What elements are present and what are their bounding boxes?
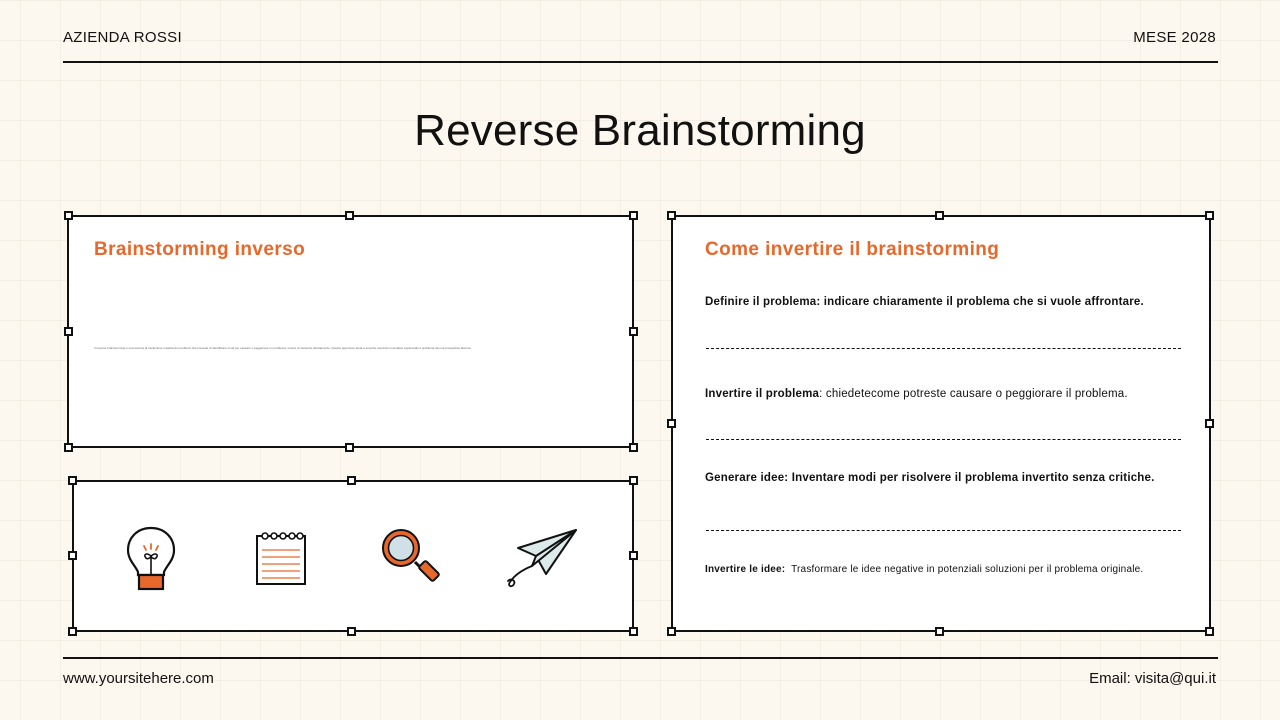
resize-handle[interactable]: [1205, 211, 1214, 220]
magnifier-icon: [382, 529, 440, 582]
resize-handle[interactable]: [64, 327, 73, 336]
resize-handle[interactable]: [629, 211, 638, 220]
step-4-text: Trasformare le idee negative in potenzia…: [785, 564, 1144, 575]
resize-handle[interactable]: [68, 551, 77, 560]
resize-handle[interactable]: [1205, 419, 1214, 428]
resize-handle[interactable]: [347, 476, 356, 485]
intro-card-title: Brainstorming inverso: [94, 239, 306, 260]
resize-handle[interactable]: [345, 211, 354, 220]
steps-card[interactable]: Come invertire il brainstorming Definire…: [671, 215, 1211, 632]
resize-handle[interactable]: [935, 211, 944, 220]
step-2-label: Invertire il problema: [705, 388, 820, 400]
email-contact[interactable]: Email: visita@qui.it: [1089, 670, 1216, 687]
footer-divider: [63, 657, 1218, 659]
step-divider: [706, 439, 1181, 440]
step-4: Invertire le idee: Trasformare le idee n…: [705, 564, 1143, 575]
step-3-label: Generare idee: Inventare modi per risolv…: [705, 472, 1155, 484]
resize-handle[interactable]: [629, 476, 638, 485]
step-3: Generare idee: Inventare modi per risolv…: [705, 472, 1155, 484]
icons-card[interactable]: [72, 480, 634, 632]
resize-handle[interactable]: [667, 211, 676, 220]
intro-card[interactable]: Brainstorming inverso Il reverse brainst…: [67, 215, 634, 448]
resize-handle[interactable]: [935, 627, 944, 636]
resize-handle[interactable]: [68, 476, 77, 485]
resize-handle[interactable]: [1205, 627, 1214, 636]
paper-plane-icon: [507, 529, 577, 588]
steps-card-title: Come invertire il brainstorming: [705, 239, 1000, 260]
lightbulb-icon: [126, 526, 176, 591]
resize-handle[interactable]: [64, 443, 73, 452]
step-4-label: Invertire le idee:: [705, 564, 786, 575]
resize-handle[interactable]: [64, 211, 73, 220]
resize-handle[interactable]: [347, 627, 356, 636]
page-title: Reverse Brainstorming: [414, 106, 866, 155]
resize-handle[interactable]: [68, 627, 77, 636]
resize-handle[interactable]: [667, 627, 676, 636]
resize-handle[interactable]: [345, 443, 354, 452]
header-date: MESE 2028: [1133, 29, 1216, 46]
resize-handle[interactable]: [629, 443, 638, 452]
resize-handle[interactable]: [629, 327, 638, 336]
header-divider: [63, 61, 1218, 63]
step-1: Definire il problema: indicare chiaramen…: [705, 296, 1144, 308]
intro-card-body: Il reverse brainstorming è una tecnica d…: [94, 346, 472, 350]
step-2-text: : chiedetecome potreste causare o peggio…: [819, 388, 1128, 400]
step-2: Invertire il problema: chiedetecome potr…: [705, 388, 1128, 400]
step-divider: [706, 530, 1181, 531]
website-link[interactable]: www.yoursitehere.com: [63, 670, 214, 687]
step-divider: [706, 348, 1181, 349]
resize-handle[interactable]: [667, 419, 676, 428]
resize-handle[interactable]: [629, 551, 638, 560]
company-name: AZIENDA ROSSI: [63, 29, 182, 46]
step-1-label: Definire il problema: indicare chiaramen…: [705, 296, 1144, 308]
resize-handle[interactable]: [629, 627, 638, 636]
notepad-icon: [256, 532, 306, 585]
